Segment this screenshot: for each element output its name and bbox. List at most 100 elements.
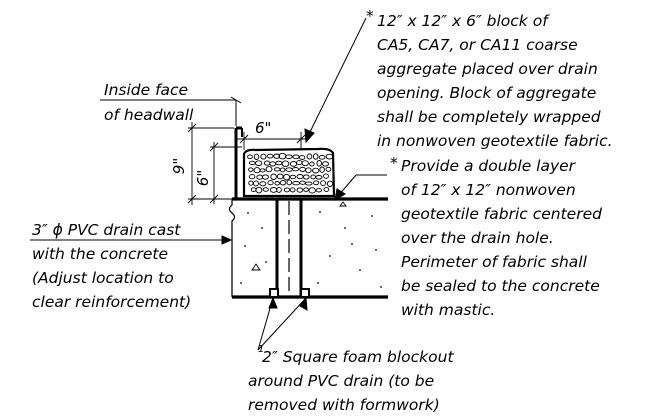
aggregate-pebble	[296, 174, 304, 180]
inside-face-line-2: of headwall	[104, 106, 194, 124]
aggregate-pebble	[296, 160, 303, 166]
aggregate-pebble	[304, 181, 313, 186]
aggregate-pebble	[305, 167, 312, 174]
aggregate-pebble	[318, 154, 326, 160]
aggregate-pebble	[249, 160, 256, 166]
note-fabric-line-5: Perimeter of fabric shall	[401, 253, 588, 271]
aggregate-pebble	[323, 187, 330, 192]
dimension-6-vertical-label: 6"	[194, 170, 212, 186]
aggregate-pebble	[310, 174, 316, 180]
aggregate-pebble	[279, 180, 287, 186]
note-block-line-6: in nonwoven geotextile fabric.	[377, 132, 613, 150]
note-pvc-line-2: with the concrete	[32, 245, 168, 263]
aggregate-pebble	[248, 174, 256, 180]
aggregate-pebble	[255, 186, 263, 194]
aggregate-pebble	[269, 187, 278, 193]
aggregate-pebble	[289, 161, 298, 167]
note-block-line-5: shall be completely wrapped	[377, 108, 601, 126]
note-block-line-3: aggregate placed over drain	[377, 60, 598, 78]
aggregate-pebble	[292, 181, 301, 186]
note-blockout-line-3: removed with formwork)	[248, 396, 440, 413]
aggregate-pebble	[281, 160, 290, 167]
note-blockout-fraction-num: 1	[258, 344, 264, 355]
aggregate-pebble	[285, 167, 293, 172]
aggregate-pebble	[326, 180, 334, 187]
aggregate-pebble	[259, 168, 266, 173]
aggregate-pebble	[260, 153, 267, 160]
note-blockout-line-2: around PVC drain (to be	[248, 372, 434, 390]
note-block-line-2: CA5, CA7, or CA11 coarse	[377, 36, 578, 54]
aggregate-pebble	[253, 180, 259, 187]
note-block-asterisk: *	[366, 7, 374, 25]
note-block-line-1: 12″ x 12″ x 6″ block of	[377, 12, 550, 30]
note-block-line-4: opening. Block of aggregate	[377, 84, 596, 102]
note-fabric-line-6: be sealed to the concrete	[401, 277, 600, 295]
aggregate-pebble	[312, 167, 320, 174]
note-pvc-drain: 3″ ϕ PVC drain cast with the concrete (A…	[32, 221, 191, 311]
aggregate-pebble	[315, 175, 323, 180]
aggregate-pebble	[315, 188, 323, 193]
aggregate-pebble	[323, 173, 329, 179]
aggregate-pebble	[320, 180, 327, 186]
aggregate-pebble	[302, 174, 310, 180]
aggregate-pebble	[319, 166, 325, 173]
note-blockout-line-1: ″ Square foam blockout	[272, 348, 454, 366]
aggregate-pebble	[248, 167, 254, 172]
aggregate-pebble	[325, 153, 334, 160]
aggregate-pebble	[261, 174, 269, 180]
dimension-lines	[187, 122, 309, 205]
aggregate-pebble	[266, 153, 274, 159]
label-inside-face: Inside face of headwall	[104, 81, 194, 124]
aggregate-pebble	[299, 166, 306, 172]
aggregate-pebble	[273, 153, 281, 159]
leader-lines	[30, 17, 387, 351]
note-blockout-fraction-den: 2	[262, 348, 272, 366]
note-foam-blockout: 1 2 ″ Square foam blockout around PVC dr…	[248, 344, 454, 414]
aggregate-pebble	[296, 187, 304, 193]
headwall	[234, 126, 243, 199]
note-fabric-line-2: of 12″ x 12″ nonwoven	[401, 181, 576, 199]
aggregate-pebble	[275, 160, 283, 166]
aggregate-pebble	[292, 154, 300, 160]
aggregate-pebble	[279, 167, 286, 173]
note-fabric: * Provide a double layer of 12″ x 12″ no…	[390, 154, 602, 319]
aggregate-pebble	[312, 153, 319, 160]
aggregate-pebble	[248, 180, 254, 186]
aggregate-pebble	[325, 166, 332, 172]
aggregate-pebble	[269, 161, 276, 167]
aggregate-pebble	[306, 153, 313, 160]
aggregate-pebble	[274, 181, 280, 186]
aggregate-pebble	[312, 180, 320, 186]
aggregate-pebble	[253, 167, 261, 174]
aggregate-pebble	[301, 160, 309, 167]
aggregate-pebble	[284, 154, 293, 159]
note-pvc-line-3: (Adjust location to	[32, 269, 174, 287]
dimension-9-label: 9"	[170, 158, 188, 174]
aggregate-pebble	[267, 180, 274, 186]
foam-blockout	[269, 288, 310, 298]
aggregate-pebble	[270, 173, 277, 181]
aggregate-pebble	[289, 174, 297, 180]
aggregate-pebble	[291, 167, 300, 172]
aggregate-block	[242, 147, 336, 198]
aggregate-pebble	[283, 173, 291, 181]
aggregate-pebble	[253, 153, 260, 160]
aggregate-pebble	[265, 166, 273, 173]
aggregate-pebble	[273, 167, 281, 172]
aggregate-pebble	[256, 174, 264, 180]
dimension-6-horizontal-label: 6"	[255, 119, 271, 137]
note-fabric-line-7: with mastic.	[401, 301, 495, 319]
aggregate-pebble	[276, 186, 282, 193]
pvc-drain	[275, 199, 303, 297]
aggregate-pebble	[289, 187, 296, 193]
aggregate-pebble	[247, 154, 253, 160]
aggregate-pebble	[250, 187, 257, 192]
aggregate-pebble	[283, 187, 291, 193]
concrete-slab	[228, 197, 388, 299]
aggregate-pebble	[298, 155, 306, 160]
aggregate-pebble	[262, 187, 269, 192]
aggregate-pebble	[286, 179, 293, 186]
aggregate-pebble	[309, 161, 315, 167]
